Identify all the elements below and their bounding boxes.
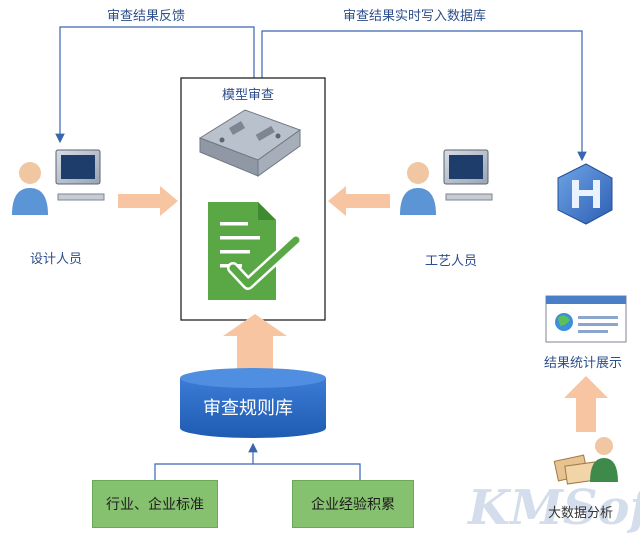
feedback-connector <box>55 26 255 144</box>
craftsman-workstation-icon <box>400 149 493 215</box>
rule-db-cylinder <box>180 368 326 438</box>
experience-label: 企业经验积累 <box>311 497 395 513</box>
write-db-connector <box>261 30 587 162</box>
experience-box: 企业经验积累 <box>292 480 414 528</box>
write-db-label: 审查结果实时写入数据库 <box>343 9 487 24</box>
feedback-label: 审查结果反馈 <box>107 9 186 24</box>
industry-standard-label: 行业、企业标准 <box>106 497 204 513</box>
model-review-title: 模型审查 <box>222 88 275 103</box>
rules-to-model-arrow <box>223 314 287 370</box>
kmsoft-watermark: KMSoft <box>466 480 640 535</box>
watermark-text: KMSoft <box>466 480 640 535</box>
result-display-icon <box>545 295 627 343</box>
craftsman-label: 工艺人员 <box>425 254 478 269</box>
industry-standard-box: 行业、企业标准 <box>92 480 218 528</box>
approved-document-icon <box>208 202 302 300</box>
sources-connector <box>154 442 361 480</box>
big-data-label: 大数据分析 <box>548 506 614 521</box>
machine-part-icon <box>198 109 302 177</box>
bigdata-to-display-arrow <box>564 376 608 432</box>
result-display-label: 结果统计展示 <box>544 356 623 371</box>
big-data-analyst-icon <box>553 437 618 485</box>
craftsman-to-model-arrow <box>328 186 390 216</box>
designer-label: 设计人员 <box>30 252 83 267</box>
h-database-icon <box>557 163 613 225</box>
designer-to-model-arrow <box>118 186 178 216</box>
rule-db-label: 审查规则库 <box>203 398 293 419</box>
designer-workstation-icon <box>12 149 105 215</box>
